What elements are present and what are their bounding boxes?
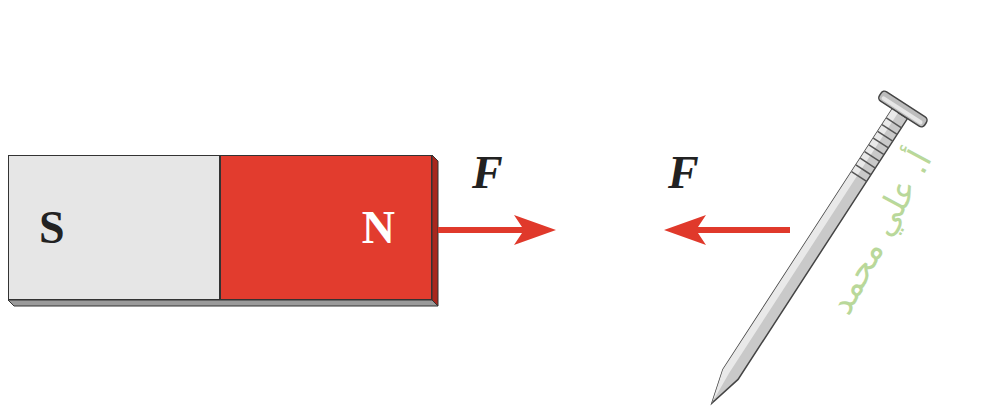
arrow-head [514,215,556,245]
nail [689,90,928,415]
magnet-pole-box: S [8,155,220,300]
pole-letter: N [362,205,395,251]
magnet-edge [8,300,438,306]
pole-letter: S [39,205,65,251]
force-arrow [438,227,530,233]
force-label: F [668,150,699,196]
magnet-edge [432,155,438,306]
arrow-head [664,215,706,245]
watermark: أ. علي محمد [823,145,937,319]
force-arrow [690,227,790,233]
force-label: F [472,150,503,196]
magnet-pole-box: N [220,155,432,300]
